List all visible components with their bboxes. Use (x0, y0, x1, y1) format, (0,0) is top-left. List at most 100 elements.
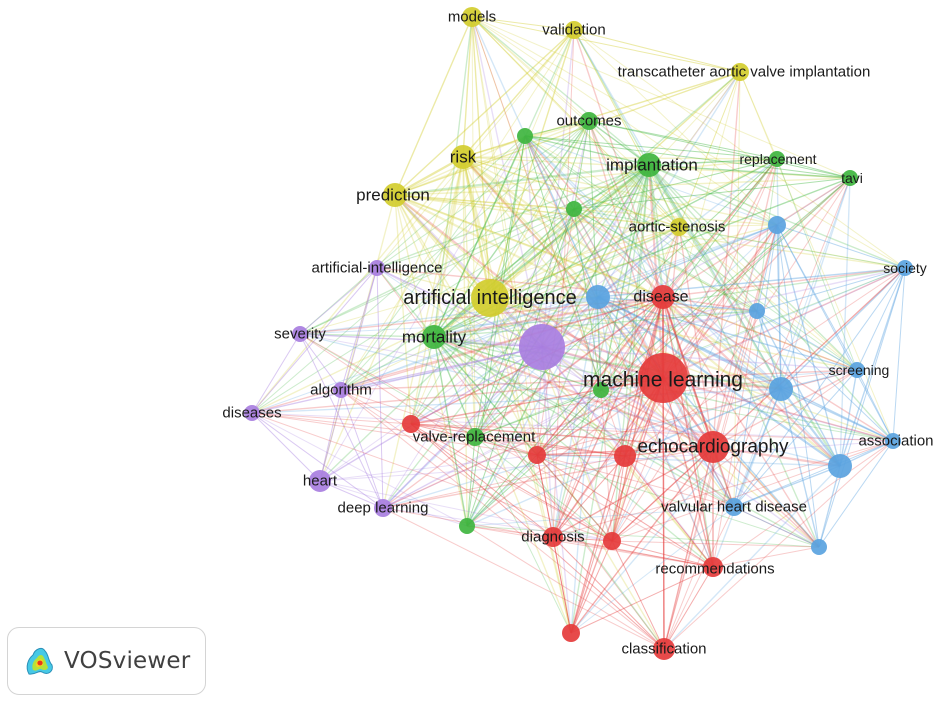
link-disease-valvular-heart-disease (662, 296, 735, 508)
node-aortic-stenosis[interactable] (670, 218, 688, 236)
node-artificial-intelligence-hyphen[interactable] (369, 260, 385, 276)
link-g-unlabeled-2-b-unlabeled-3 (573, 208, 758, 312)
link-mortality-r-unlabeled-2 (433, 336, 538, 456)
link-severity-b-unlabeled-5 (299, 333, 841, 467)
node-screening[interactable] (849, 362, 865, 378)
node-tavi[interactable] (842, 170, 858, 186)
link-disease-echocardiography (661, 296, 715, 448)
node-r-unlabeled-4[interactable] (603, 532, 621, 550)
node-implantation[interactable] (637, 153, 661, 177)
node-r-unlabeled-2[interactable] (528, 446, 546, 464)
node-mortality[interactable] (422, 325, 446, 349)
node-valve-replacement[interactable] (466, 428, 484, 446)
link-artificial-intelligence-b-unlabeled-4 (489, 296, 782, 391)
node-validation[interactable] (565, 21, 583, 39)
link-tavi-g-unlabeled-4 (466, 177, 851, 527)
link-g-unlabeled-2-b-unlabeled-4 (573, 208, 782, 390)
node-tavi-implantation[interactable] (731, 63, 749, 81)
link-g-unlabeled-2-valve-replacement (474, 208, 575, 438)
link-disease-b-unlabeled-6 (662, 296, 820, 548)
node-diseases[interactable] (244, 405, 260, 421)
node-replacement[interactable] (769, 151, 785, 167)
link-validation-mortality (433, 29, 575, 338)
node-recommendations[interactable] (703, 557, 723, 577)
node-r-unlabeled-3[interactable] (614, 445, 636, 467)
node-models[interactable] (462, 7, 482, 27)
link-validation-implantation (573, 29, 650, 166)
node-r-unlabeled-5[interactable] (562, 624, 580, 642)
node-society[interactable] (897, 260, 913, 276)
node-association[interactable] (885, 433, 901, 449)
node-b-unlabeled-1[interactable] (768, 216, 786, 234)
link-b-unlabeled-4-b-unlabeled-6 (780, 388, 820, 548)
label-echocardiography: echocardiography (637, 437, 789, 458)
link-severity-diseases (251, 333, 301, 414)
label-screening: screening (829, 362, 890, 378)
link-validation-b-unlabeled-4 (573, 29, 782, 390)
link-implantation-valve-replacement (474, 164, 650, 438)
link-models-b-unlabeled-2 (471, 16, 599, 298)
link-b-unlabeled-1-society (776, 224, 906, 269)
node-diagnosis[interactable] (543, 527, 563, 547)
link-screening-b-unlabeled-5 (839, 369, 858, 467)
link-diseases-r-unlabeled-3 (251, 412, 626, 457)
node-b-unlabeled-4[interactable] (769, 377, 793, 401)
link-society-association (892, 267, 906, 442)
link-models-mortality (433, 16, 473, 338)
node-b-unlabeled-6[interactable] (811, 539, 827, 555)
link-artificial-intelligence-hyphen-disease (376, 267, 664, 298)
node-p-unlabeled-1[interactable] (519, 324, 565, 370)
link-b-unlabeled-1-artificial-intelligence (489, 224, 778, 299)
link-disease-algorithm (340, 296, 664, 391)
node-r-unlabeled-1[interactable] (402, 415, 420, 433)
link-implantation-r-unlabeled-3 (624, 164, 650, 457)
link-prediction-g-unlabeled-4 (394, 194, 468, 527)
node-risk[interactable] (451, 145, 475, 169)
link-b-unlabeled-4-association (780, 388, 894, 442)
node-artificial-intelligence[interactable] (471, 279, 509, 317)
node-b-unlabeled-3[interactable] (749, 303, 765, 319)
label-valvular-heart-disease: valvular heart disease (661, 499, 807, 516)
link-b-unlabeled-1-screening (776, 224, 858, 371)
node-b-unlabeled-2[interactable] (586, 285, 610, 309)
node-machine-learning[interactable] (638, 353, 688, 403)
link-echocardiography-b-unlabeled-5 (712, 445, 841, 468)
node-algorithm[interactable] (333, 382, 349, 398)
link-prediction-aortic-stenosis (394, 194, 680, 228)
link-replacement-echocardiography (712, 158, 778, 448)
node-heart[interactable] (309, 470, 331, 492)
node-classification[interactable] (653, 638, 675, 660)
link-disease-association (662, 296, 894, 442)
link-tavi-machine-learning (662, 177, 851, 379)
link-outcomes-machine-learning (588, 120, 664, 379)
link-implantation-screening (648, 164, 858, 371)
link-algorithm-diagnosis (340, 389, 554, 538)
node-prediction[interactable] (383, 183, 407, 207)
link-r-unlabeled-3-recommendations (624, 455, 714, 568)
node-deep-learning[interactable] (374, 499, 392, 517)
link-g-unlabeled-2-artificial-intelligence (489, 208, 575, 299)
link-r-unlabeled-4-b-unlabeled-6 (611, 540, 820, 548)
node-g-unlabeled-1[interactable] (517, 128, 533, 144)
link-b-unlabeled-3-p-unlabeled-1 (541, 310, 758, 348)
link-outcomes-artificial-intelligence-hyphen (376, 120, 590, 269)
node-g-unlabeled-2[interactable] (566, 201, 582, 217)
node-g-unlabeled-4[interactable] (459, 518, 475, 534)
node-valvular-heart-disease[interactable] (725, 498, 743, 516)
link-b-unlabeled-2-b-unlabeled-5 (597, 296, 841, 467)
link-aortic-stenosis-heart (319, 226, 680, 482)
node-echocardiography[interactable] (697, 431, 729, 463)
link-mortality-g-unlabeled-4 (433, 336, 468, 527)
node-g-unlabeled-3[interactable] (593, 382, 609, 398)
node-severity[interactable] (292, 326, 308, 342)
link-artificial-intelligence-hyphen-severity (299, 267, 378, 335)
link-b-unlabeled-2-r-unlabeled-5 (570, 296, 599, 634)
link-r-unlabeled-1-r-unlabeled-3 (410, 423, 626, 457)
node-b-unlabeled-5[interactable] (828, 454, 852, 478)
link-echocardiography-b-unlabeled-6 (712, 446, 820, 548)
link-p-unlabeled-1-r-unlabeled-4 (541, 346, 613, 542)
link-g-unlabeled-1-severity (299, 135, 526, 335)
link-g-unlabeled-1-recommendations (524, 135, 714, 568)
node-outcomes[interactable] (580, 112, 598, 130)
node-disease[interactable] (651, 285, 675, 309)
